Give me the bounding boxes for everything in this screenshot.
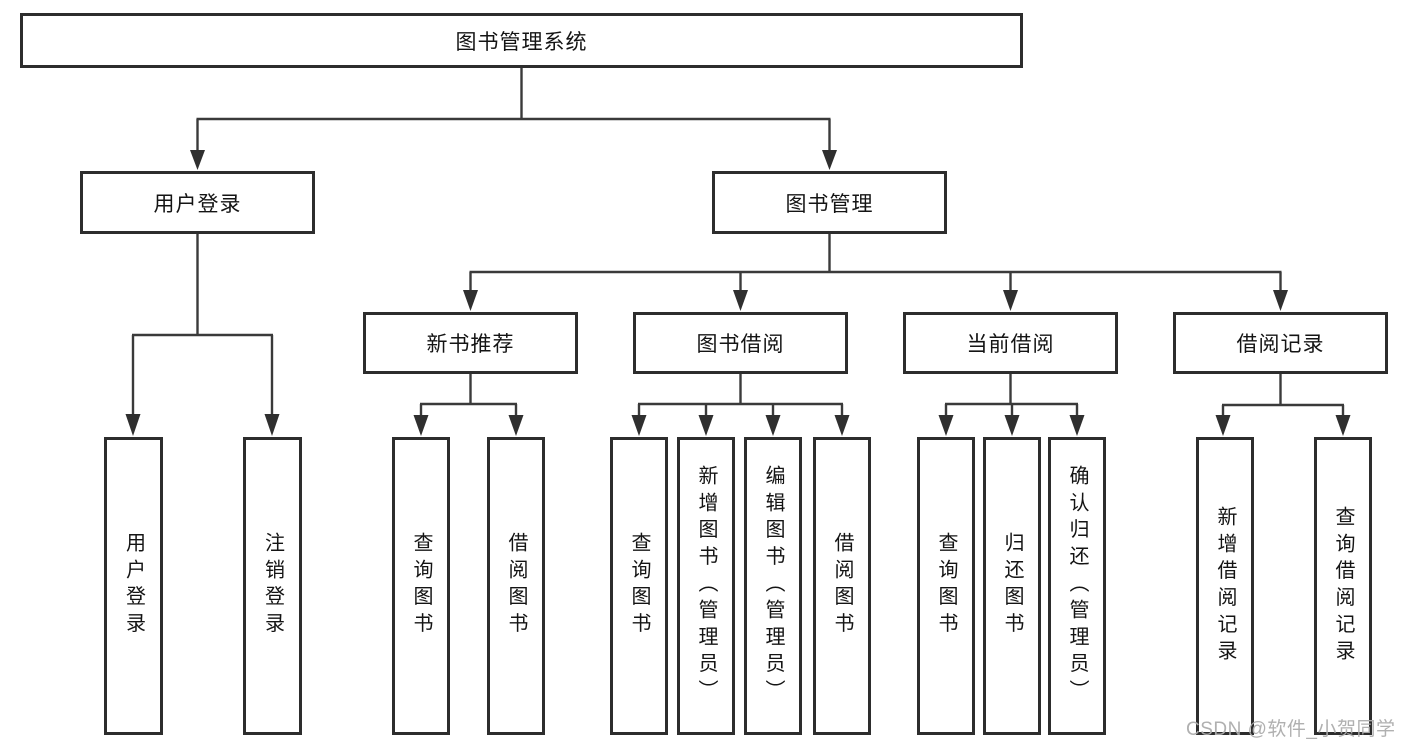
root-connector: [190, 68, 837, 170]
arrow-down-icon: [698, 415, 714, 436]
leaf-query-books-borrow: 查询图书: [610, 437, 668, 735]
node-label: 图书管理系统: [455, 30, 588, 54]
node-label: 新书推荐: [426, 333, 515, 356]
node-label: 借阅记录: [1236, 333, 1325, 356]
node-label: 注销登录: [261, 532, 284, 640]
node-label: 借阅图书: [505, 532, 527, 640]
node-label: 查询图书: [935, 532, 957, 640]
arrow-down-icon: [190, 150, 205, 170]
new-book-recommend-connector: [413, 374, 524, 436]
node-current-borrow: 当前借阅: [903, 312, 1118, 374]
leaf-logout: 注销登录: [243, 437, 302, 735]
arrow-down-icon: [508, 415, 524, 436]
leaf-return-book: 归还图书: [983, 437, 1041, 735]
current-borrow-connector: [938, 374, 1085, 436]
node-label: 查询图书: [628, 532, 650, 640]
arrow-down-icon: [765, 415, 781, 436]
node-label: 用户登录: [122, 532, 145, 640]
leaf-edit-book-admin: 编辑图书（管理员）: [744, 437, 802, 735]
leaf-query-books-current: 查询图书: [917, 437, 975, 735]
node-borrow-records: 借阅记录: [1173, 312, 1388, 374]
leaf-add-book-admin: 新增图书（管理员）: [677, 437, 735, 735]
book-management-connector: [463, 234, 1288, 311]
node-label: 用户登录: [153, 192, 242, 216]
node-book-management: 图书管理: [712, 171, 947, 234]
user-login-connector: [125, 234, 280, 436]
leaf-add-borrow-record: 新增借阅记录: [1196, 437, 1254, 735]
leaf-query-borrow-record: 查询借阅记录: [1314, 437, 1372, 735]
arrow-down-icon: [1273, 290, 1288, 311]
node-label: 查询借阅记录: [1332, 505, 1354, 667]
borrow-records-connector: [1215, 374, 1351, 436]
arrow-down-icon: [264, 414, 280, 436]
node-book-borrow: 图书借阅: [633, 312, 848, 374]
node-label: 新增借阅记录: [1214, 505, 1236, 667]
leaf-confirm-return-admin: 确认归还（管理员）: [1048, 437, 1106, 735]
node-label: 借阅图书: [831, 532, 853, 640]
arrow-down-icon: [631, 415, 647, 436]
arrow-down-icon: [834, 415, 850, 436]
leaf-borrow-books-recommend: 借阅图书: [487, 437, 545, 735]
arrow-down-icon: [822, 150, 837, 170]
node-label: 图书借阅: [696, 333, 785, 356]
node-system-root: 图书管理系统: [20, 13, 1023, 68]
arrow-down-icon: [938, 415, 954, 436]
arrow-down-icon: [125, 414, 141, 436]
node-label: 查询图书: [410, 532, 432, 640]
arrow-down-icon: [463, 290, 478, 311]
node-new-book-recommend: 新书推荐: [363, 312, 578, 374]
book-borrow-connector: [631, 374, 850, 436]
arrow-down-icon: [733, 290, 748, 311]
leaf-borrow-books: 借阅图书: [813, 437, 871, 735]
leaf-user-login: 用户登录: [104, 437, 163, 735]
arrow-down-icon: [1215, 415, 1231, 436]
node-label: 图书管理: [785, 192, 874, 216]
arrow-down-icon: [1069, 415, 1085, 436]
node-label: 当前借阅: [966, 333, 1055, 356]
arrow-down-icon: [1003, 290, 1018, 311]
node-label: 编辑图书（管理员）: [762, 465, 784, 707]
arrow-down-icon: [413, 415, 429, 436]
leaf-query-books-recommend: 查询图书: [392, 437, 450, 735]
node-label: 确认归还（管理员）: [1066, 465, 1088, 707]
watermark: CSDN @软件_小贺同学: [1186, 719, 1396, 740]
node-label: 新增图书（管理员）: [695, 465, 717, 707]
node-label: 归还图书: [1001, 532, 1023, 640]
node-user-login: 用户登录: [80, 171, 315, 234]
arrow-down-icon: [1004, 415, 1020, 436]
arrow-down-icon: [1335, 415, 1351, 436]
